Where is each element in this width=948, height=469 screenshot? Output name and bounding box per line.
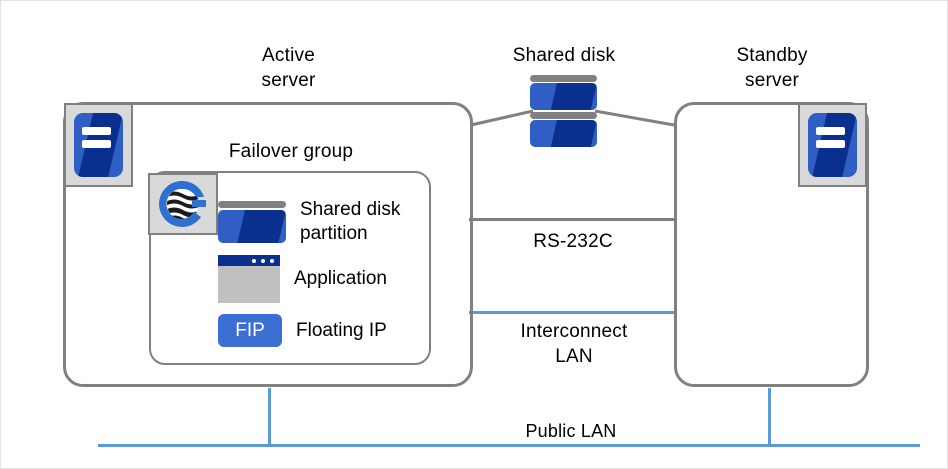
- resource-label: Floating IP: [296, 319, 387, 341]
- server-bar-icon: [82, 127, 111, 135]
- active-server-label: Active server: [261, 45, 316, 91]
- disk-body-icon: [218, 210, 286, 243]
- window-dot-icon: [270, 258, 274, 263]
- window-titlebar: [218, 255, 280, 266]
- product-logo-plate: [148, 173, 218, 235]
- disk-cap-icon: [530, 75, 597, 82]
- standby-server-icon: [798, 103, 867, 187]
- application-window-icon: [218, 255, 280, 303]
- shared-disk-partition-icon: [218, 201, 286, 243]
- server-bar-icon: [82, 139, 111, 148]
- public-lan-drop-active: [268, 388, 271, 446]
- disk-body-icon: [530, 83, 597, 110]
- disk-body-icon: [530, 120, 597, 147]
- interconnect-lan-label: Interconnect LAN: [520, 321, 628, 367]
- server-chassis: [808, 113, 857, 177]
- standby-server-label: Standby server: [736, 45, 808, 91]
- disk-cap-icon: [218, 201, 286, 208]
- server-bar-icon: [816, 127, 845, 135]
- public-lan-drop-standby: [768, 388, 771, 446]
- link-rs232c: [469, 218, 677, 221]
- resource-application[interactable]: Application: [218, 255, 387, 303]
- active-server-box: [63, 102, 473, 387]
- resource-floating-ip[interactable]: FIP Floating IP: [218, 314, 387, 347]
- server-bar-icon: [816, 139, 845, 148]
- failover-group-label: Failover group: [228, 141, 354, 162]
- resource-label: Shared disk partition: [300, 199, 401, 244]
- window-dot-icon: [252, 258, 256, 263]
- shared-disk-label: Shared disk: [512, 45, 616, 66]
- standby-server-box: [674, 102, 869, 387]
- disk-cap-icon: [530, 112, 597, 119]
- shared-disk-icon: [530, 75, 597, 147]
- rs232c-label: RS-232C: [533, 231, 613, 252]
- resource-shared-disk-partition[interactable]: Shared disk partition: [218, 198, 400, 246]
- resource-label: Application: [294, 268, 387, 289]
- public-lan-bus: [98, 444, 920, 447]
- clusterpro-logo-icon: [159, 180, 206, 227]
- server-chassis: [74, 113, 123, 177]
- window-dot-icon: [261, 258, 265, 263]
- public-lan-label: Public LAN: [525, 421, 617, 441]
- fip-badge-icon: FIP: [218, 314, 282, 347]
- link-interconnect-lan: [469, 311, 677, 314]
- active-server-icon: [64, 103, 133, 187]
